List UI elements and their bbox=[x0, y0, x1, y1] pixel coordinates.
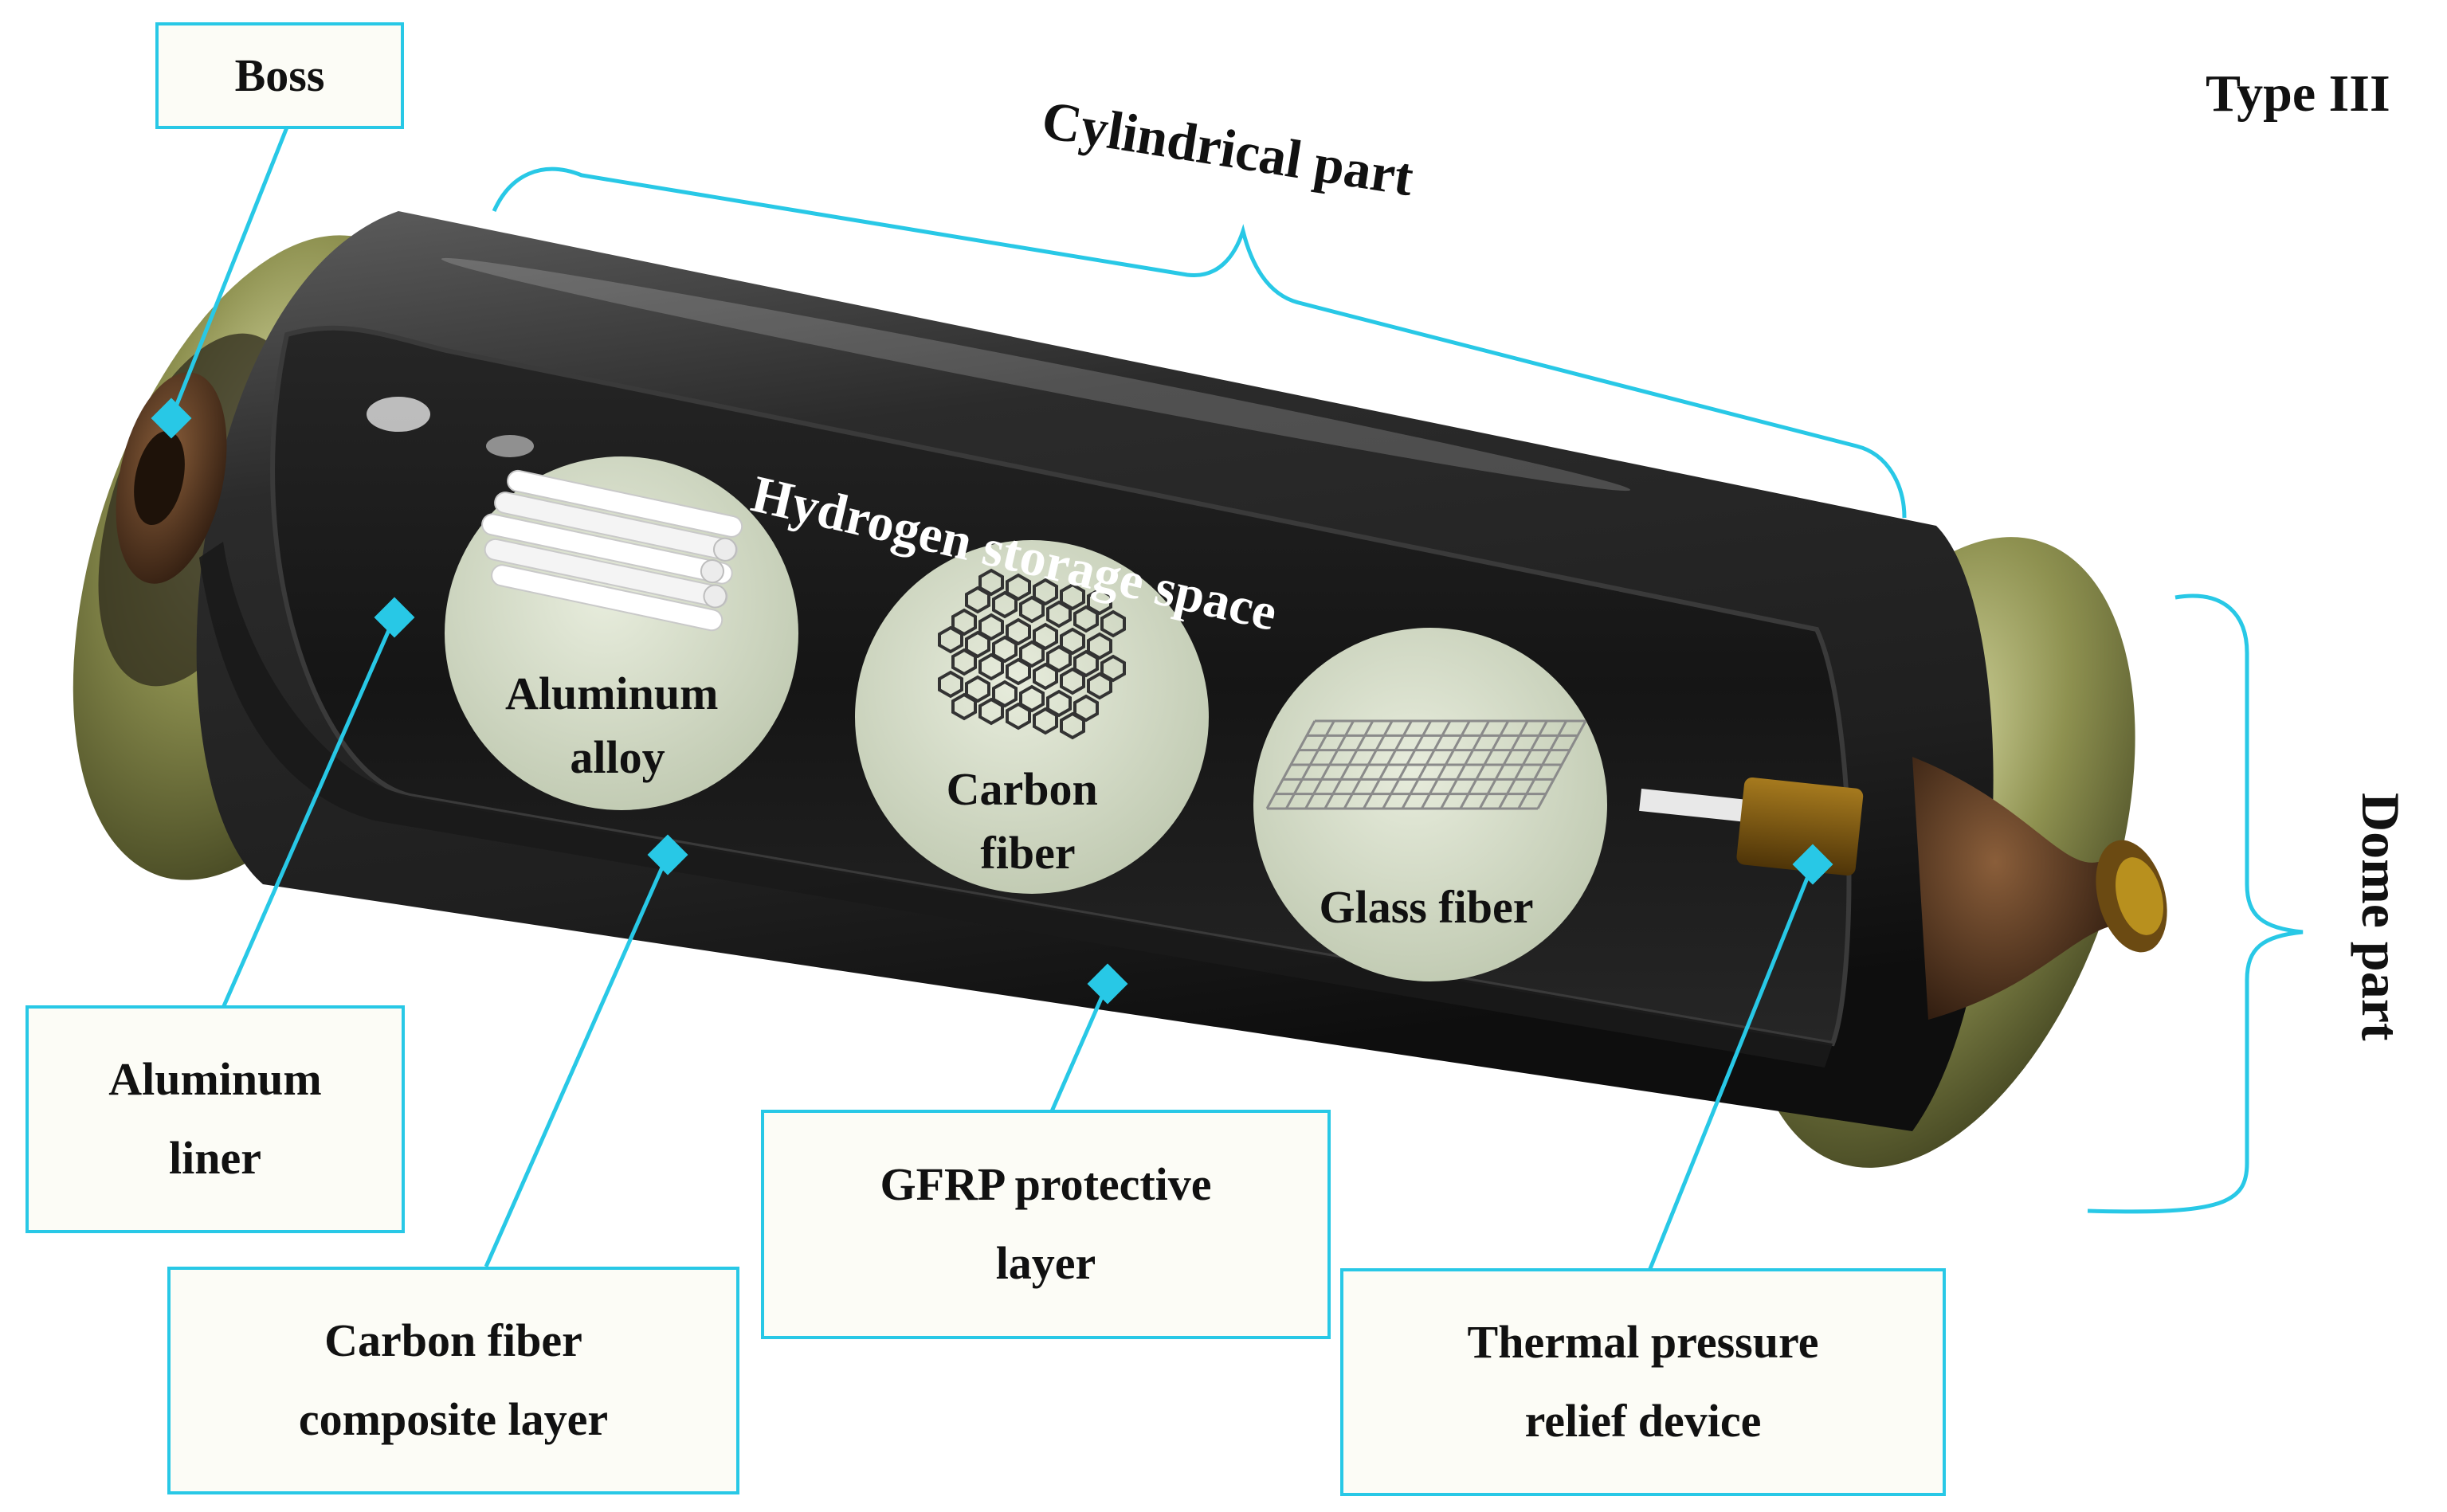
lattice-cell bbox=[1087, 587, 1112, 616]
lattice-cell bbox=[1046, 689, 1072, 718]
material-label-aluminum: Aluminum alloy bbox=[505, 668, 730, 783]
lattice-cell bbox=[1060, 667, 1085, 695]
lattice-cell bbox=[1060, 627, 1085, 656]
left-boss bbox=[116, 372, 227, 584]
lattice-cell bbox=[1060, 582, 1085, 611]
lattice-cell bbox=[1100, 654, 1126, 683]
lattice-cell bbox=[1073, 605, 1099, 633]
lattice-cell bbox=[951, 648, 977, 676]
lattice-cell bbox=[1006, 617, 1031, 646]
lattice-cell bbox=[1019, 595, 1045, 624]
dome-part-label: Dome part bbox=[2351, 793, 2411, 1041]
tube-bundle-icon bbox=[481, 469, 743, 632]
cylindrical-part-label: Cylindrical part bbox=[1038, 89, 1418, 208]
lattice-cell bbox=[965, 630, 990, 659]
material-circle-carbon bbox=[855, 540, 1209, 894]
boss-marker bbox=[151, 398, 192, 439]
fiber-mesh-icon bbox=[1265, 719, 1587, 810]
lattice-cell bbox=[992, 635, 1018, 664]
lattice-cell bbox=[965, 586, 990, 614]
lattice-cell bbox=[992, 590, 1018, 619]
lattice-cell bbox=[1033, 662, 1058, 691]
lattice-cell bbox=[1046, 644, 1072, 673]
boss-leader bbox=[169, 127, 289, 419]
material-circle-aluminum bbox=[445, 456, 798, 810]
material-circle-glass bbox=[1253, 628, 1607, 981]
aluminum-liner-leader bbox=[221, 616, 397, 1009]
lattice-cell bbox=[978, 613, 1004, 641]
carbon-composite-marker bbox=[647, 834, 688, 875]
lattice-cell bbox=[1073, 649, 1099, 678]
lattice-cell bbox=[978, 568, 1004, 597]
aluminum-liner-marker bbox=[374, 597, 415, 638]
lattice-cell bbox=[1006, 657, 1031, 686]
lattice-cell bbox=[1033, 622, 1058, 651]
material-label-carbon: Carbon fiber bbox=[947, 763, 1110, 879]
gfrp-leader bbox=[1049, 982, 1110, 1113]
lattice-cell bbox=[1100, 609, 1126, 638]
lattice-cell bbox=[1087, 672, 1112, 700]
cylindrical-part-bracket bbox=[492, 166, 1907, 519]
lattice-cell bbox=[951, 608, 977, 637]
dome-part-bracket bbox=[2087, 593, 2304, 1214]
carbon-lattice-icon bbox=[938, 568, 1126, 740]
lattice-cell bbox=[1019, 684, 1045, 713]
type-label: Type III bbox=[2206, 65, 2390, 123]
material-label-glass: Glass fiber bbox=[1319, 881, 1533, 933]
material-label-line: Glass fiber bbox=[1319, 881, 1533, 933]
lattice-cell bbox=[1087, 632, 1112, 660]
lattice-cell bbox=[1033, 578, 1058, 606]
liner-reflection bbox=[367, 397, 430, 432]
right-boss bbox=[1912, 757, 2167, 1020]
lattice-cell bbox=[965, 675, 990, 703]
material-label-line: Carbon bbox=[947, 763, 1098, 815]
carbon-composite-leader bbox=[484, 853, 670, 1268]
lattice-cell bbox=[951, 692, 977, 721]
lattice-cell bbox=[1060, 711, 1085, 740]
lattice-cell bbox=[992, 680, 1018, 708]
lattice-cell bbox=[1073, 694, 1099, 723]
lattice-cell bbox=[938, 670, 963, 699]
lattice-cell bbox=[938, 625, 963, 654]
lattice-cell bbox=[978, 652, 1004, 681]
gfrp-marker bbox=[1087, 963, 1128, 1005]
lattice-cell bbox=[1019, 640, 1045, 668]
material-label-line: alloy bbox=[570, 731, 665, 783]
boss-callout-text: Boss bbox=[234, 49, 325, 102]
material-label-line: fiber bbox=[980, 827, 1075, 879]
relief-device bbox=[1639, 777, 1864, 876]
boss-callout: Boss bbox=[155, 22, 404, 129]
lattice-cell bbox=[1006, 573, 1031, 601]
material-label-line: Aluminum bbox=[505, 668, 719, 719]
cylinder-highlight bbox=[441, 257, 1631, 492]
lattice-cell bbox=[978, 697, 1004, 726]
tprd-leader bbox=[1647, 864, 1815, 1271]
lattice-cell bbox=[1046, 600, 1072, 629]
liner-reflection bbox=[486, 435, 534, 457]
lattice-cell bbox=[1006, 702, 1031, 731]
lattice-cell bbox=[1033, 707, 1058, 735]
